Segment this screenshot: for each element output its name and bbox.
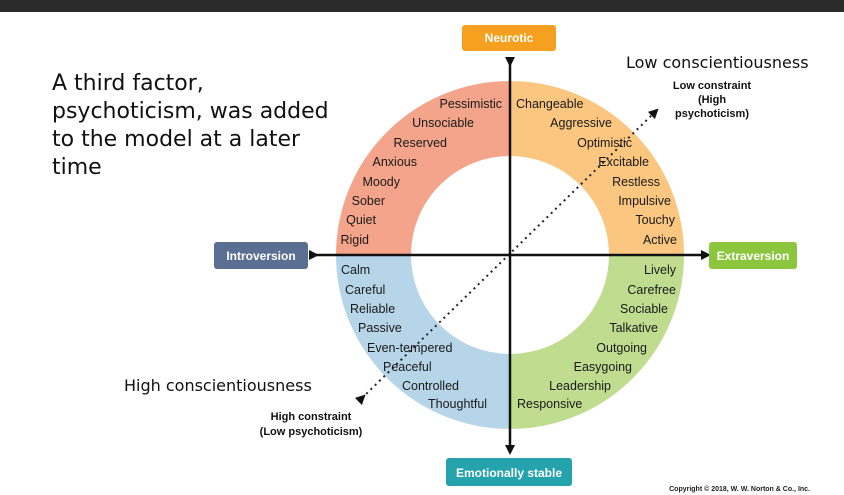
trait-word: Reliable	[350, 302, 395, 316]
trait-word: Pessimistic	[439, 97, 502, 111]
low-constraint-label: Low constraint (High psychoticism)	[673, 80, 752, 120]
emotionally-stable-box: Emotionally stable	[446, 458, 572, 486]
trait-word: Restless	[612, 175, 660, 189]
introversion-box: Introversion	[214, 242, 308, 269]
copyright-notice: Copyright © 2018, W. W. Norton & Co., In…	[669, 486, 810, 493]
trait-word: Leadership	[549, 379, 611, 393]
high-constraint-label: High constraint (Low psychoticism)	[260, 411, 363, 438]
extraversion-label: Extraversion	[717, 249, 790, 263]
trait-word: Passive	[358, 321, 402, 335]
trait-word: Outgoing	[596, 341, 647, 355]
trait-word: Talkative	[609, 321, 658, 335]
trait-word: Thoughtful	[428, 397, 487, 411]
trait-word: Even-tempered	[367, 341, 453, 355]
trait-word: Sociable	[620, 302, 668, 316]
slide-note: A third factor, psychoticism, was added …	[52, 71, 329, 180]
trait-word: Unsociable	[412, 116, 474, 130]
trait-word: Peaceful	[383, 360, 432, 374]
trait-word: Responsive	[517, 397, 582, 411]
trait-word: Touchy	[635, 213, 675, 227]
trait-word: Moody	[362, 175, 400, 189]
extraversion-box: Extraversion	[709, 242, 797, 269]
high-constraint-line-2: (Low psychoticism)	[260, 426, 363, 438]
trait-word: Careful	[345, 283, 385, 297]
top-left-traits: Pessimistic Unsociable Reserved Anxious …	[341, 97, 503, 247]
trait-word: Easygoing	[574, 360, 632, 374]
trait-word: Excitable	[598, 155, 649, 169]
trait-word: Aggressive	[550, 116, 612, 130]
trait-word: Anxious	[373, 155, 417, 169]
low-constraint-line-3: psychoticism)	[675, 108, 749, 120]
trait-word: Changeable	[516, 97, 583, 111]
trait-word: Active	[643, 233, 677, 247]
high-constraint-line-1: High constraint	[271, 411, 352, 423]
neurotic-box: Neurotic	[462, 25, 556, 51]
trait-word: Rigid	[341, 233, 370, 247]
trait-word: Sober	[352, 194, 385, 208]
trait-word: Optimistic	[577, 136, 632, 150]
introversion-label: Introversion	[226, 249, 295, 263]
top-bar	[0, 0, 844, 12]
bottom-left-traits: Calm Careful Reliable Passive Even-tempe…	[341, 263, 487, 411]
trait-word: Calm	[341, 263, 370, 277]
low-constraint-line-2: (High	[698, 94, 726, 106]
low-conscientiousness-label: Low conscientiousness	[626, 53, 809, 72]
trait-word: Carefree	[627, 283, 676, 297]
trait-word: Lively	[644, 263, 677, 277]
neurotic-label: Neurotic	[485, 31, 534, 45]
high-conscientiousness-label: High conscientiousness	[124, 376, 312, 395]
emotionally-stable-label: Emotionally stable	[456, 466, 562, 480]
bottom-right-traits: Lively Carefree Sociable Talkative Outgo…	[517, 263, 677, 411]
trait-word: Reserved	[394, 136, 448, 150]
low-constraint-line-1: Low constraint	[673, 80, 752, 92]
trait-word: Impulsive	[618, 194, 671, 208]
trait-word: Controlled	[402, 379, 459, 393]
trait-word: Quiet	[346, 213, 376, 227]
top-right-traits: Changeable Aggressive Optimistic Excitab…	[516, 97, 677, 247]
